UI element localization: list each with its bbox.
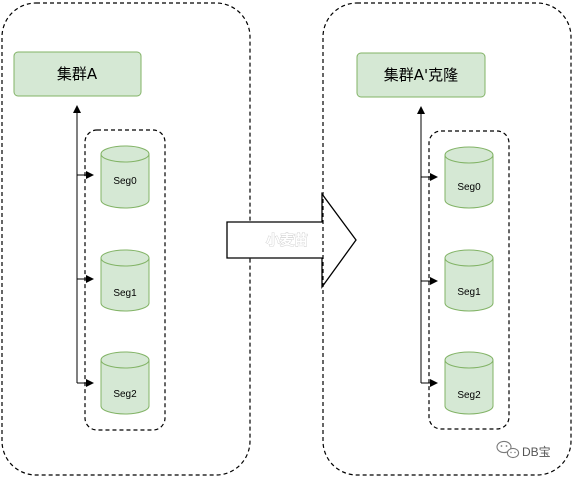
source-seg1-label: Seg1 (113, 288, 137, 299)
brand-badge: DB宝 (496, 440, 551, 459)
target-seg1-cylinder: Seg1 (444, 249, 494, 312)
wechat-icon (496, 440, 520, 459)
target-seg2-cylinder: Seg2 (444, 351, 494, 415)
target-panel: 集群A'克隆 Seg0 Seg1 Seg2 (322, 2, 572, 476)
source-cluster-label: 集群A (57, 65, 98, 83)
source-segment-group (84, 129, 166, 431)
target-seg1-label: Seg1 (457, 287, 481, 298)
arrow-watermark: 小麦苗 (266, 232, 308, 249)
source-seg2-cylinder: Seg2 (100, 351, 150, 415)
source-seg2-label: Seg2 (113, 389, 137, 400)
target-seg2-label: Seg2 (457, 390, 481, 401)
source-seg1-cylinder: Seg1 (100, 249, 150, 312)
source-cluster-node: 集群A (13, 51, 142, 97)
source-panel: 集群A Seg0 Seg1 Seg2 (1, 2, 251, 476)
target-seg0-label: Seg0 (457, 182, 481, 193)
brand-label: DB宝 (522, 445, 551, 459)
clone-arrow: 小麦苗 (226, 192, 357, 290)
target-segment-group (428, 130, 510, 430)
target-seg0-cylinder: Seg0 (444, 146, 494, 209)
source-seg0-label: Seg0 (113, 176, 137, 187)
target-cluster-node: 集群A'克隆 (356, 52, 486, 98)
source-seg0-cylinder: Seg0 (100, 145, 150, 209)
target-cluster-label: 集群A'克隆 (384, 66, 458, 84)
